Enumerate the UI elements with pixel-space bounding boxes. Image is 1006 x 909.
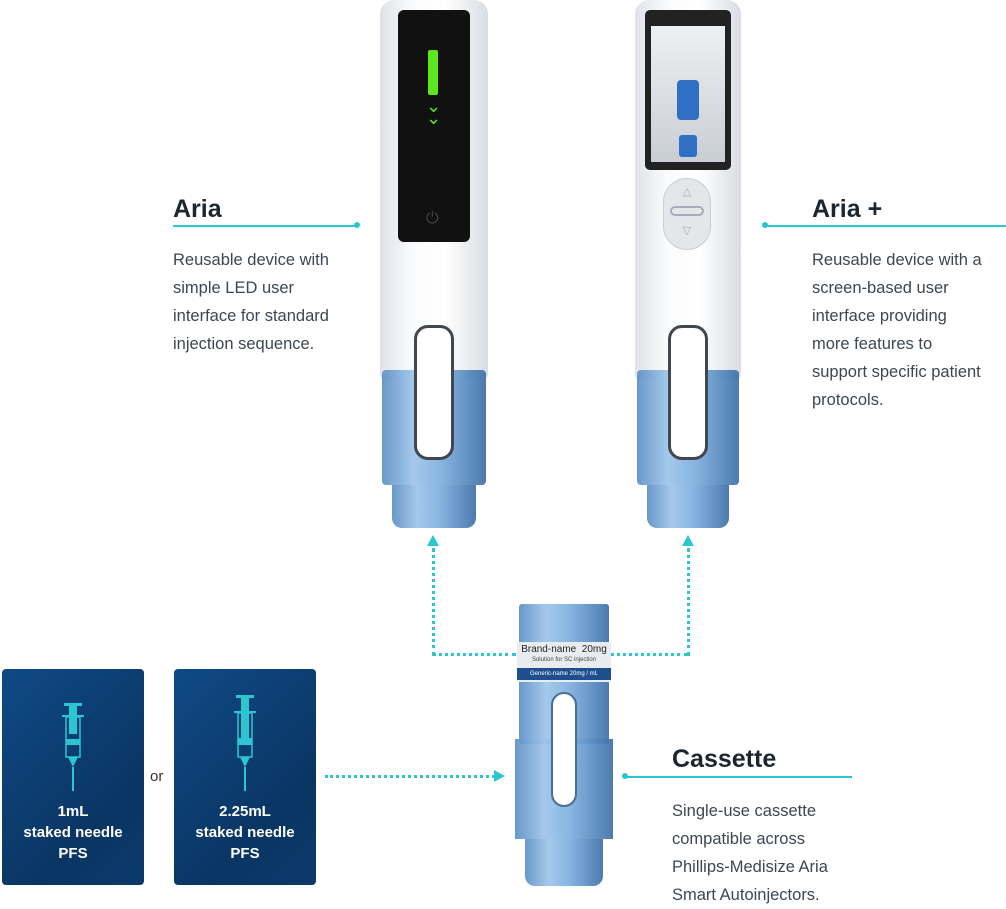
cassette-leader-line [625, 776, 852, 778]
aria-plus-display [645, 10, 731, 170]
aria-device: ⌄⌄ ⏻ [380, 0, 488, 530]
cassette-label: Brand-name 20mg Solution for SC injectio… [517, 642, 611, 682]
arrow-right-cassette [494, 770, 505, 782]
cassette-device: Brand-name 20mg Solution for SC injectio… [515, 604, 613, 886]
up-button[interactable]: △ [682, 186, 692, 198]
syringe-icon [62, 703, 84, 791]
arrow-up-aria-plus [682, 535, 694, 546]
connector-aria-plus-horizontal [610, 653, 688, 656]
cassette-title: Cassette [672, 745, 777, 773]
connector-aria-vertical [432, 548, 435, 656]
aria-plus-device: △ ▽ [635, 0, 741, 530]
connector-aria-plus-vertical [687, 548, 690, 656]
aria-title: Aria [173, 195, 222, 223]
power-icon: ⏻ [426, 210, 439, 227]
connector-aria-horizontal [432, 653, 516, 656]
aria-plus-title: Aria + [812, 195, 883, 223]
aria-plus-leader-line [765, 225, 1006, 227]
or-label: or [150, 768, 164, 785]
navigation-buttons[interactable]: △ ▽ [663, 178, 711, 250]
connector-pfs-cassette [325, 775, 495, 778]
led-indicator-icon [428, 50, 438, 95]
chevron-down-icon: ⌄⌄ [426, 96, 442, 128]
syringe-icon [234, 695, 256, 791]
down-button[interactable]: ▽ [682, 225, 692, 237]
aria-leader-dot [354, 222, 360, 228]
aria-leader-line [173, 225, 355, 227]
aria-led-screen: ⌄⌄ ⏻ [398, 10, 470, 242]
center-button[interactable] [670, 206, 704, 216]
arrow-up-aria [427, 535, 439, 546]
